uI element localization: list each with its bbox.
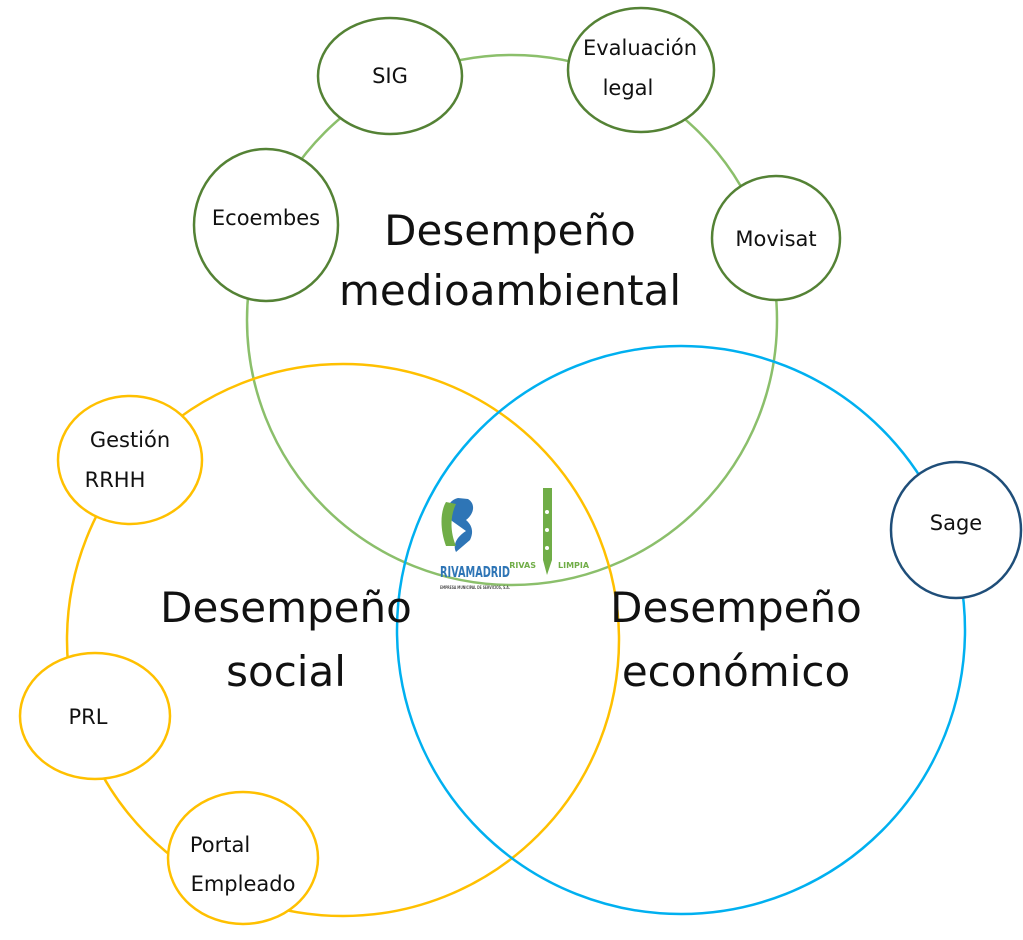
- rivamadrid-logo-mark-blue: [447, 498, 474, 552]
- environment-label-line1: Desempeño: [384, 206, 636, 255]
- node-ecoembes-label: Ecoembes: [212, 206, 320, 230]
- node-portal-line2: Empleado: [191, 872, 296, 896]
- node-sage-label: Sage: [930, 511, 982, 535]
- node-sig: SIG: [316, 16, 464, 136]
- rivaslimpia-logo-right: LIMPIA: [558, 561, 590, 570]
- node-portal-line1: Portal: [190, 833, 250, 857]
- node-movisat-label: Movisat: [735, 227, 816, 251]
- node-sig-label: SIG: [372, 64, 408, 88]
- rivamadrid-logo-tagline: EMPRESA MUNICIPAL DE SERVICIOS, S.A.: [440, 585, 510, 590]
- environment-label-line2: medioambiental: [339, 266, 681, 315]
- node-gestion-rrhh: Gestión RRHH: [56, 394, 204, 526]
- node-evaluacion-line2: legal: [603, 76, 654, 100]
- node-evaluacion-line1: Evaluación: [583, 36, 697, 60]
- node-portal-empleado: Portal Empleado: [166, 790, 320, 926]
- rivaslimpia-logo-dot-2: [545, 528, 549, 532]
- node-gestion-line2: RRHH: [85, 468, 146, 492]
- economic-label-line1: Desempeño: [610, 583, 862, 632]
- economic-label-line2: económico: [622, 647, 850, 696]
- node-movisat: Movisat: [710, 174, 842, 302]
- node-sage: Sage: [889, 460, 1023, 600]
- social-label-line1: Desempeño: [160, 583, 412, 632]
- node-gestion-line1: Gestión: [90, 428, 170, 452]
- rivamadrid-logo-name: RIVAMADRID: [440, 563, 510, 581]
- rivaslimpia-logo-dot-1: [545, 510, 549, 514]
- node-ecoembes: Ecoembes: [192, 147, 340, 303]
- environment-circle: [245, 53, 779, 587]
- node-evaluacion-legal: Evaluación legal: [566, 6, 716, 134]
- node-prl: PRL: [18, 651, 172, 781]
- social-label-line2: social: [226, 647, 346, 696]
- rivamadrid-logo-mark-green: [441, 502, 456, 546]
- rivaslimpia-logo-left: RIVAS: [509, 561, 536, 570]
- rivamadrid-logo: RIVAMADRID EMPRESA MUNICIPAL DE SERVICIO…: [440, 498, 510, 590]
- economic-circle: [395, 344, 967, 916]
- rivaslimpia-logo: RIVAS LIMPIA: [509, 488, 590, 575]
- rivaslimpia-logo-dot-3: [545, 546, 549, 550]
- social-circle: [65, 362, 621, 918]
- node-prl-label: PRL: [69, 705, 108, 729]
